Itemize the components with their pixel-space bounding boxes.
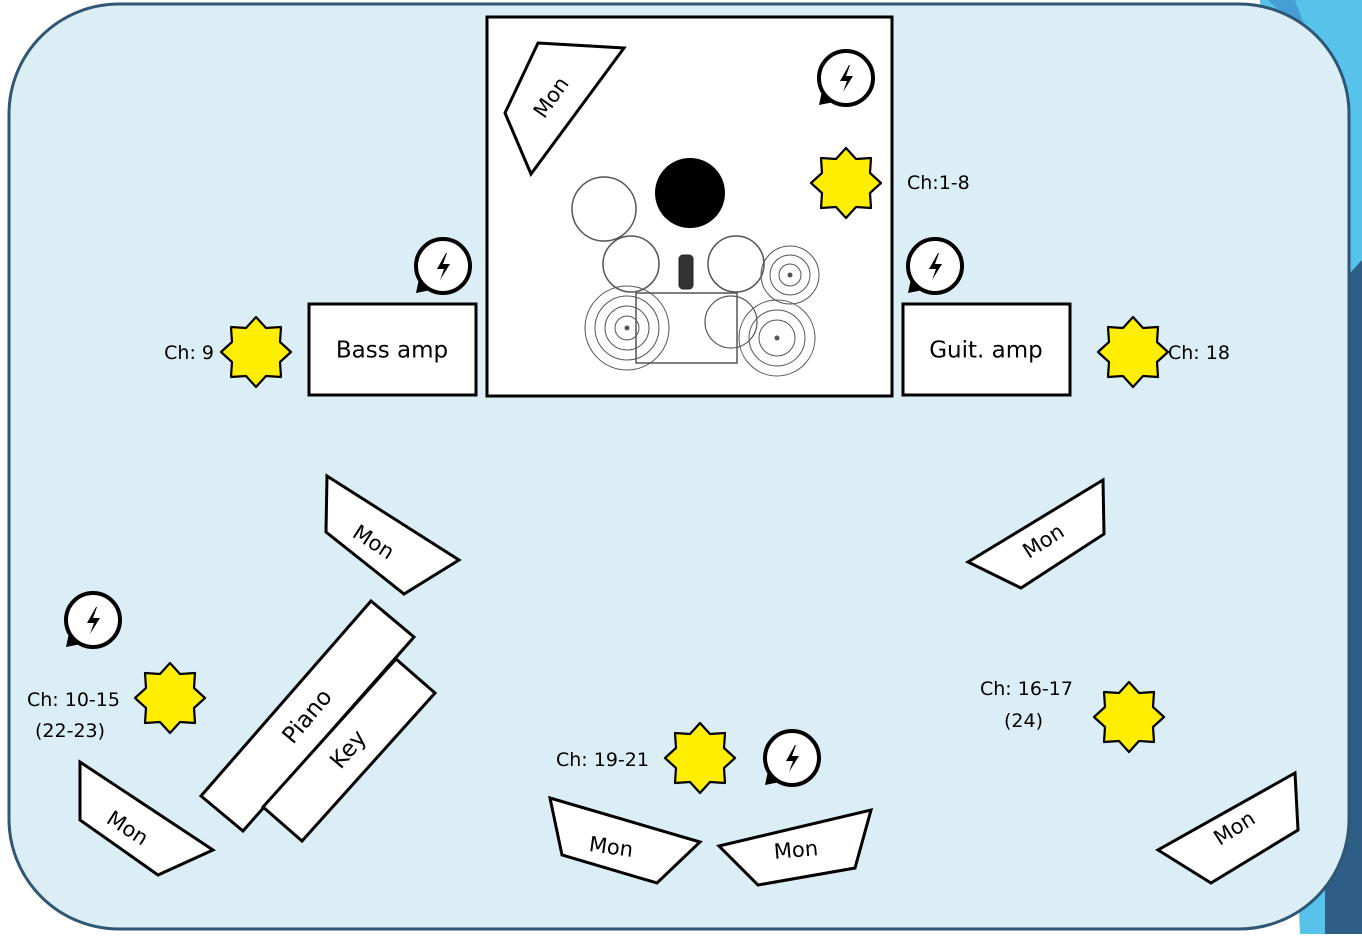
drum-channel-label: Ch:1-8 [907, 172, 970, 194]
star-input-icon [219, 315, 293, 389]
monitor-front-right: Mon [716, 807, 874, 887]
monitor-left-lower: Mon [78, 759, 217, 877]
keys-channel-sublabel: (22-23) [35, 720, 105, 742]
drum-kit-icon [571, 158, 820, 377]
guitar-amp-label: Guit. amp [929, 338, 1043, 364]
right-channel-sublabel: (24) [1004, 710, 1043, 732]
drum-riser: Mon [485, 15, 894, 398]
star-input-icon [1096, 315, 1170, 389]
keyboard: Key [260, 656, 438, 844]
piano: Piano [198, 598, 417, 834]
power-outlet-icon [817, 49, 875, 107]
monitor-left-upper: Mon [324, 473, 462, 596]
power-outlet-icon [414, 237, 472, 295]
center-channel-label: Ch: 19-21 [556, 749, 649, 771]
keys-channel-label: Ch: 10-15 [27, 689, 120, 711]
right-channel-label: Ch: 16-17 [980, 678, 1073, 700]
star-input-icon [133, 661, 207, 735]
monitor-right-lower: Mon [1155, 770, 1300, 885]
bass-channel-label: Ch: 9 [164, 342, 214, 364]
riser-monitor: Mon [503, 41, 627, 178]
power-outlet-icon [64, 591, 122, 649]
monitor-right-upper: Mon [964, 477, 1106, 590]
star-input-icon [809, 146, 883, 220]
bass-amp: Bass amp [307, 302, 478, 397]
monitor-label: Mon [773, 836, 819, 864]
bass-amp-label: Bass amp [336, 338, 448, 364]
star-input-icon [663, 721, 737, 795]
monitor-front-left: Mon [548, 795, 703, 885]
power-outlet-icon [763, 729, 821, 787]
guitar-channel-label: Ch: 18 [1168, 342, 1230, 364]
star-input-icon [1092, 680, 1166, 754]
power-outlet-icon [906, 237, 964, 295]
guitar-amp: Guit. amp [901, 302, 1072, 397]
